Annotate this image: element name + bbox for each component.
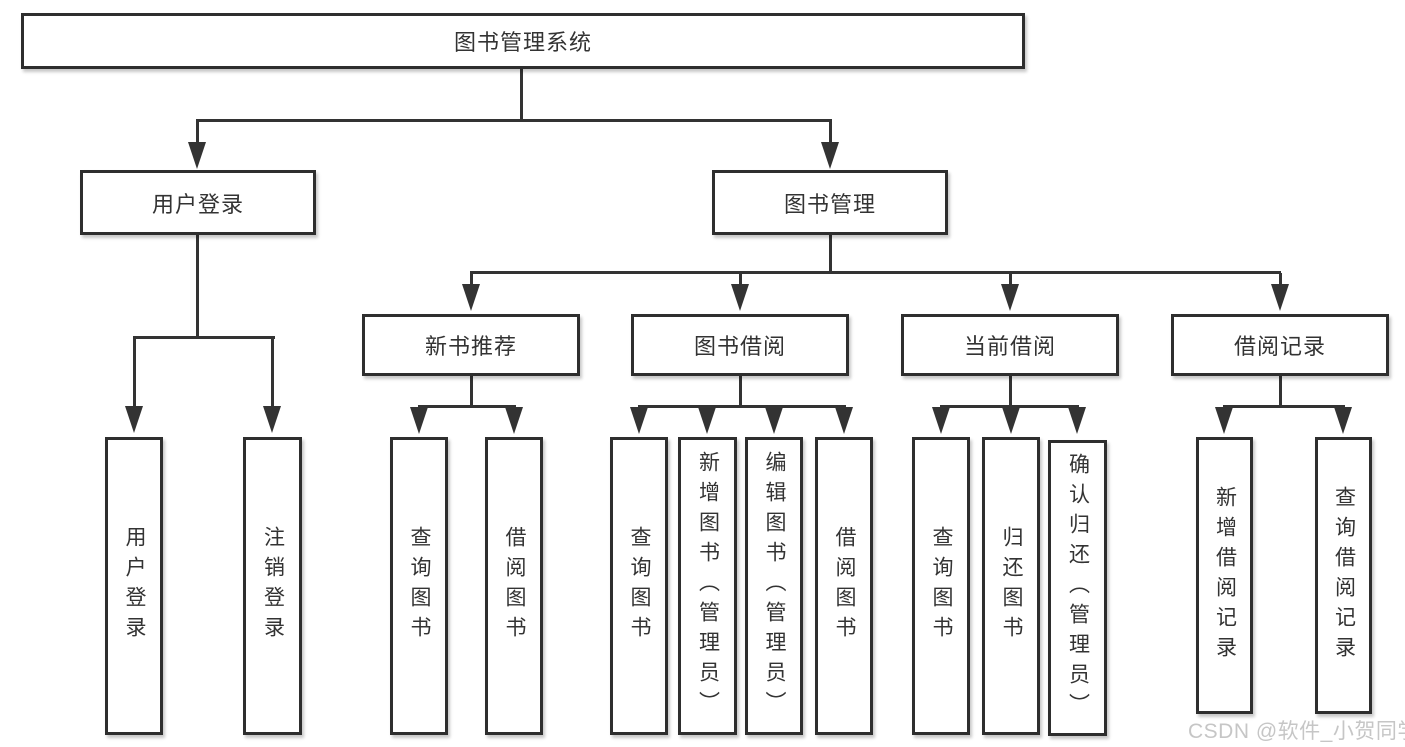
leaf-query-books-recommend-label: 查询图书 (408, 526, 431, 646)
leaf-logout-label: 注销登录 (261, 526, 285, 646)
node-book-borrow: 图书借阅 (631, 314, 849, 376)
leaf-edit-book-admin-label: 编辑图书（管理员） (763, 451, 786, 721)
arrow-down-icon (765, 407, 783, 434)
arrow-down-icon (410, 407, 428, 434)
node-user-login-label: 用户登录 (151, 191, 244, 217)
arrow-down-icon (932, 407, 950, 434)
arrow-down-icon (505, 407, 523, 434)
leaf-add-book-admin-label: 新增图书（管理员） (696, 451, 720, 721)
arrow-down-icon (263, 406, 281, 433)
connector-line (470, 271, 1281, 274)
leaf-query-books-recommend: 查询图书 (390, 437, 448, 735)
node-library-system-label: 图书管理系统 (453, 30, 592, 55)
connector-line (470, 273, 473, 285)
connector-line (520, 69, 523, 121)
node-borrow-records-label: 借阅记录 (1233, 334, 1326, 359)
leaf-query-books-borrow-label: 查询图书 (628, 526, 651, 646)
connector-line (196, 235, 199, 338)
connector-line (196, 119, 832, 122)
leaf-add-book-admin: 新增图书（管理员） (678, 437, 737, 735)
arrow-down-icon (1271, 284, 1289, 311)
leaf-confirm-return-admin: 确认归还（管理员） (1048, 440, 1107, 736)
connector-line (418, 405, 516, 408)
arrow-down-icon (1334, 407, 1352, 434)
leaf-borrow-books-recommend-label: 借阅图书 (503, 526, 526, 646)
leaf-query-books-current: 查询图书 (912, 437, 970, 735)
connector-line (638, 405, 846, 408)
leaf-logout: 注销登录 (243, 437, 302, 735)
node-book-borrow-label: 图书借阅 (693, 334, 786, 359)
connector-line (133, 336, 275, 339)
arrow-down-icon (1001, 284, 1019, 311)
arrow-down-icon (835, 407, 853, 434)
connector-line (739, 376, 742, 407)
connector-line (739, 273, 742, 285)
leaf-add-borrow-record-label: 新增借阅记录 (1213, 485, 1237, 666)
leaf-add-borrow-record: 新增借阅记录 (1196, 437, 1253, 714)
node-new-book-recommend: 新书推荐 (362, 314, 580, 376)
connector-line (196, 120, 199, 144)
arrow-down-icon (125, 406, 143, 433)
connector-line (1279, 376, 1282, 407)
leaf-query-books-current-label: 查询图书 (930, 526, 953, 646)
arrow-down-icon (1215, 407, 1233, 434)
arrow-down-icon (731, 284, 749, 311)
connector-line (470, 376, 473, 407)
connector-line (1279, 273, 1282, 285)
leaf-user-login-label: 用户登录 (123, 526, 146, 646)
arrow-down-icon (188, 142, 206, 169)
watermark-csdn: CSDN @软件_小贺同学 (1188, 720, 1405, 743)
node-user-login: 用户登录 (80, 170, 316, 235)
leaf-query-borrow-record: 查询借阅记录 (1315, 437, 1372, 714)
leaf-return-books: 归还图书 (982, 437, 1040, 735)
arrow-down-icon (698, 407, 716, 434)
connector-line (1009, 376, 1012, 407)
connector-line (133, 338, 136, 406)
node-book-management-label: 图书管理 (783, 191, 876, 217)
leaf-confirm-return-admin-label: 确认归还（管理员） (1066, 453, 1090, 723)
node-current-borrow-label: 当前借阅 (963, 334, 1056, 359)
leaf-user-login: 用户登录 (105, 437, 163, 735)
node-borrow-records: 借阅记录 (1171, 314, 1389, 376)
leaf-query-books-borrow: 查询图书 (610, 437, 668, 735)
connector-line (829, 235, 832, 273)
leaf-edit-book-admin: 编辑图书（管理员） (745, 437, 803, 735)
node-new-book-recommend-label: 新书推荐 (424, 334, 517, 359)
node-book-management: 图书管理 (712, 170, 948, 235)
leaf-borrow-books-recommend: 借阅图书 (485, 437, 543, 735)
leaf-borrow-books-2-label: 借阅图书 (833, 526, 856, 646)
leaf-query-borrow-record-label: 查询借阅记录 (1332, 485, 1356, 666)
node-library-system: 图书管理系统 (21, 13, 1025, 69)
connector-line (940, 405, 1079, 408)
arrow-down-icon (1068, 407, 1086, 434)
connector-line (1009, 273, 1012, 285)
arrow-down-icon (1002, 407, 1020, 434)
arrow-down-icon (821, 142, 839, 169)
arrow-down-icon (630, 407, 648, 434)
arrow-down-icon (462, 284, 480, 311)
leaf-return-books-label: 归还图书 (1000, 526, 1023, 646)
leaf-borrow-books-2: 借阅图书 (815, 437, 873, 735)
connector-line (829, 120, 832, 144)
node-current-borrow: 当前借阅 (901, 314, 1119, 376)
connector-line (1223, 405, 1345, 408)
connector-line (271, 338, 274, 406)
